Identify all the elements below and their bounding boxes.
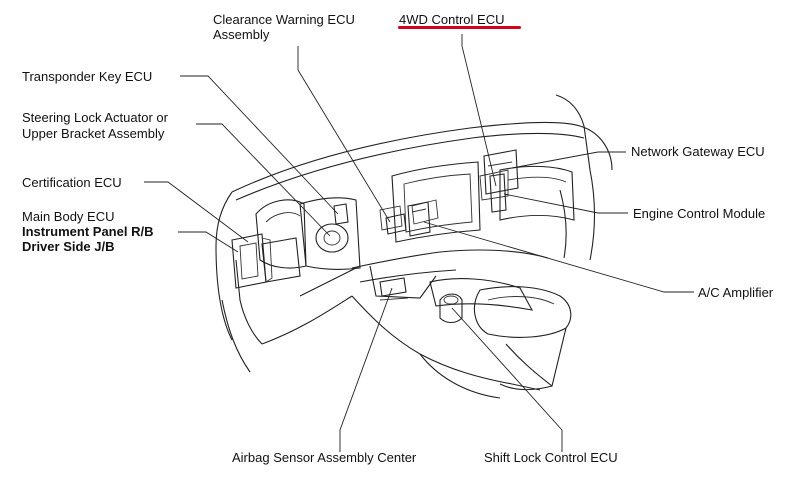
label-main-body-ecu: Main Body ECU bbox=[22, 209, 115, 224]
label-airbag-sensor-assembly-center: Airbag Sensor Assembly Center bbox=[232, 450, 417, 465]
label-4wd-control-ecu: 4WD Control ECU bbox=[399, 12, 505, 27]
label-instrument-panel-rb: Instrument Panel R/B bbox=[22, 224, 154, 239]
label-transponder-key-ecu: Transponder Key ECU bbox=[22, 69, 153, 84]
label-clearance-warning-line1: Clearance Warning ECU bbox=[213, 12, 355, 27]
highlight-underline bbox=[398, 26, 521, 29]
dashboard-outline bbox=[215, 94, 613, 399]
label-driver-side-jb: Driver Side J/B bbox=[22, 239, 115, 254]
label-network-gateway-ecu: Network Gateway ECU bbox=[631, 144, 765, 159]
label-ac-amplifier: A/C Amplifier bbox=[698, 285, 774, 300]
label-steering-lock-line1: Steering Lock Actuator or bbox=[22, 110, 168, 125]
clearance-ecu-block bbox=[385, 213, 407, 235]
main-body-ecu-block bbox=[231, 233, 273, 289]
transponder-ecu-block bbox=[333, 203, 349, 225]
label-engine-control-module: Engine Control Module bbox=[633, 206, 766, 221]
leader-lines bbox=[144, 34, 694, 452]
label-certification-ecu: Certification ECU bbox=[22, 175, 122, 190]
label-clearance-warning-line2: Assembly bbox=[213, 27, 270, 42]
ac-amplifier-block bbox=[407, 201, 431, 237]
label-steering-lock-line2: Upper Bracket Assembly bbox=[22, 126, 165, 141]
label-shift-lock-control-ecu: Shift Lock Control ECU bbox=[484, 450, 618, 465]
airbag-sensor-block bbox=[379, 277, 407, 297]
gateway-ecu-block bbox=[483, 149, 519, 213]
